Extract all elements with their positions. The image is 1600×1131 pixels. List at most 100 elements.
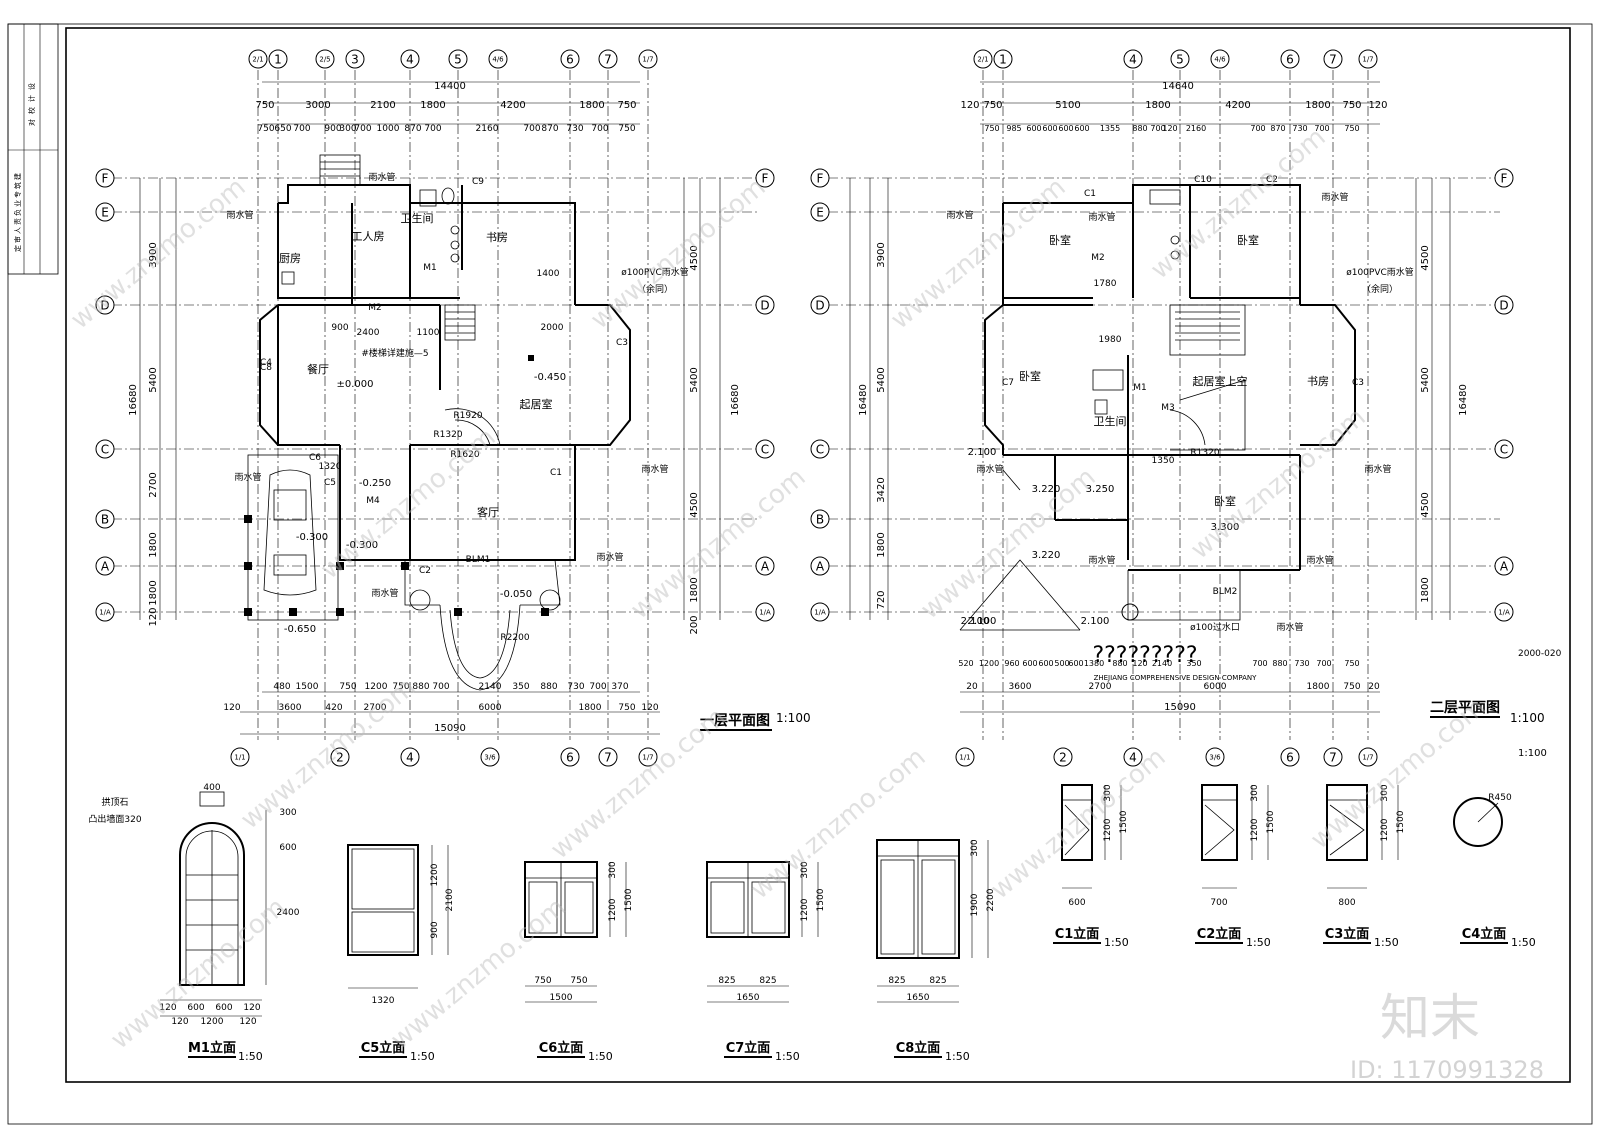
dim-overall-width: 14640 [1162,81,1194,92]
dim-text: 2140 [479,682,502,692]
elevation-label: 2.100 [968,447,997,458]
plan1-note: 雨水管 [368,171,395,183]
dim-text: 700 [293,124,310,134]
detail-scale-c6: 1:50 [588,1050,613,1063]
axis-bubble-bottom-label: 2 [1059,751,1067,765]
axis-bubble-bottom [480,747,500,767]
inner-frame [65,27,1571,1083]
plan1-note: 2000 [541,323,564,333]
detail-label: 1500 [816,888,826,911]
detail-label: 825 [929,976,946,986]
axis-bubble-left-label: C [101,443,109,457]
axis-bubble-left-label: 1/A [99,609,111,617]
axis-bubble-right-label: D [760,299,769,313]
dim-text: 6000 [479,703,502,713]
axis-bubble-left [810,295,830,315]
axis-bubble-bottom-label: 3/6 [484,754,496,762]
stamp-text: ????????? [1092,643,1197,668]
detail-label: 1500 [1119,810,1129,833]
dim-text: 5100 [1055,100,1080,111]
axis-bubble-left-label: E [101,206,109,220]
plan1-note: 2400 [357,328,380,338]
dim-text: 4500 [1420,492,1431,517]
dim-text: 750 [983,100,1002,111]
plan1-note: R1620 [450,450,479,460]
plan1-note: C5 [324,478,336,488]
plan2-note: 雨水管 [946,209,973,221]
dim-bottom-width: 15090 [434,723,466,734]
detail-label: 1200 [1380,818,1390,841]
detail-c5 [347,844,449,989]
dim-text: 750 [257,124,274,134]
plan1-note: 900 [331,323,348,333]
plan1-note: C2 [419,566,431,576]
dim-text: 720 [876,590,887,609]
plan2-note: ø100过水口 [1190,621,1240,633]
axis-bubble-top-label: 6 [566,53,574,67]
elevation-label: 2.100 [968,616,997,627]
dim-text: 870 [541,124,558,134]
watermark-site: www.znzmo.com [385,892,571,1055]
axis-bubble-top-label: 4 [406,53,414,67]
detail-c1 [1061,784,1122,889]
column [336,608,344,616]
elevation-label: ±0.000 [336,379,373,390]
axis-bubble-top-label: 3 [351,53,359,67]
axis-bubble-bottom [230,747,250,767]
plan2-note: C10 [1194,175,1212,185]
watermark-site: www.znzmo.com [65,172,251,335]
plan1-note: BLM1 [466,555,491,565]
plan2-note: 1980 [1099,335,1122,345]
dim-text: 870 [1270,124,1285,133]
detail-label: 750 [534,976,551,986]
dim-text: 600 [1058,124,1073,133]
axis-bubble-left-label: 1/A [814,609,826,617]
axis-bubble-left [95,602,115,622]
dim-text: 6000 [1204,682,1227,692]
plan2-note: 雨水管 [1306,554,1333,566]
detail-label: 825 [888,976,905,986]
dim-text: 700 [1250,124,1265,133]
detail-label: 300 [800,861,810,878]
axis-bubble-right-label: 1/A [759,609,771,617]
elevation-label: 3.300 [1211,522,1240,533]
detail-label: 1200 [1103,818,1113,841]
outer-border [7,23,1593,1125]
stamp-circle [1121,603,1139,621]
dim-text: 120 [1162,124,1177,133]
room-label: 工人房 [352,230,385,243]
axis-bubble-bottom-label: 1/7 [642,754,653,762]
dim-text: 750 [618,124,635,134]
dim-text: 2700 [148,472,159,497]
dim-text: 750 [984,124,999,133]
dim-text: 5400 [689,367,700,392]
dim-text: 4500 [689,245,700,270]
plan1-note: 1100 [417,328,440,338]
title-block-char: 人 [14,227,22,234]
axis-bubble-left-label: D [815,299,824,313]
column [454,608,462,616]
dim-text: 120 [960,100,979,111]
plan1-note: ø100PVC雨水管 [621,266,689,278]
axis-bubble-bottom-label: 4 [1129,751,1137,765]
axis-bubble-right [1494,556,1514,576]
elevation-label: -0.300 [346,540,378,551]
plan1-note: 1400 [537,269,560,279]
dim-text: 520 [958,659,973,668]
dim-text: 880 [1132,124,1147,133]
watermark-site: www.znzmo.com [625,462,811,625]
title-block-char: 设 [27,83,36,90]
dim-text: 1800 [1145,100,1170,111]
detail-scale-c3: 1:50 [1374,936,1399,949]
dim-text: 350 [1186,659,1201,668]
detail-label: 300 [1380,784,1390,801]
axis-bubble-bottom [955,747,975,767]
axis-bubble-right [755,295,775,315]
dim-text: 700 [1316,659,1331,668]
axis-bubble-left [95,439,115,459]
dim-text: 730 [1292,124,1307,133]
detail-label: 1200 [1250,818,1260,841]
room-label: 卫生间 [401,211,434,225]
axis-bubble-bottom [400,747,420,767]
watermark-site: www.znzmo.com [915,462,1101,625]
